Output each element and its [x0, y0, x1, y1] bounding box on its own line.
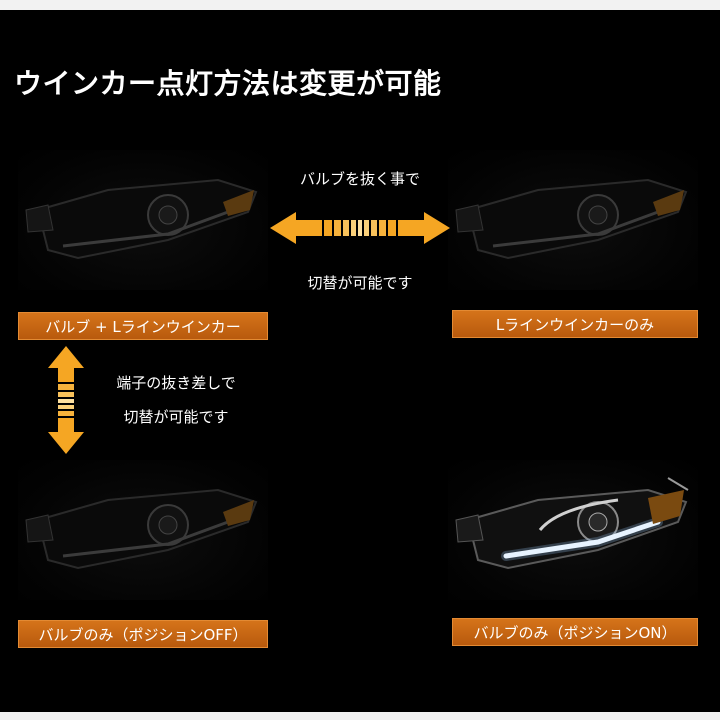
headlight-photo-lline-only [448, 150, 698, 290]
headlight-photo-bulb-lline [18, 150, 268, 290]
top-border [0, 0, 720, 10]
bottom-border [0, 712, 720, 720]
page-title: ウインカー点灯方法は変更が可能 [14, 67, 442, 100]
panel-label-lline-only: Lラインウインカーのみ [452, 310, 698, 338]
headlight-photo-bulb-position-off [18, 460, 268, 600]
horizontal-note-bottom: 切替が可能です [307, 274, 413, 292]
double-arrow-vertical-icon [48, 346, 84, 454]
vertical-note-top: 端子の抜き差しで [116, 374, 236, 392]
double-arrow-horizontal-icon [270, 212, 450, 244]
panel-label-bulb-position-on: バルブのみ（ポジションON） [452, 618, 698, 646]
panel-label-bulb-position-off: バルブのみ（ポジションOFF） [18, 620, 268, 648]
vertical-note-bottom: 切替が可能です [123, 408, 229, 426]
horizontal-note-top: バルブを抜く事で [299, 170, 420, 188]
headlight-photo-bulb-position-on [448, 460, 698, 600]
panel-label-bulb-lline: バルブ + Lラインウインカー [18, 312, 268, 340]
